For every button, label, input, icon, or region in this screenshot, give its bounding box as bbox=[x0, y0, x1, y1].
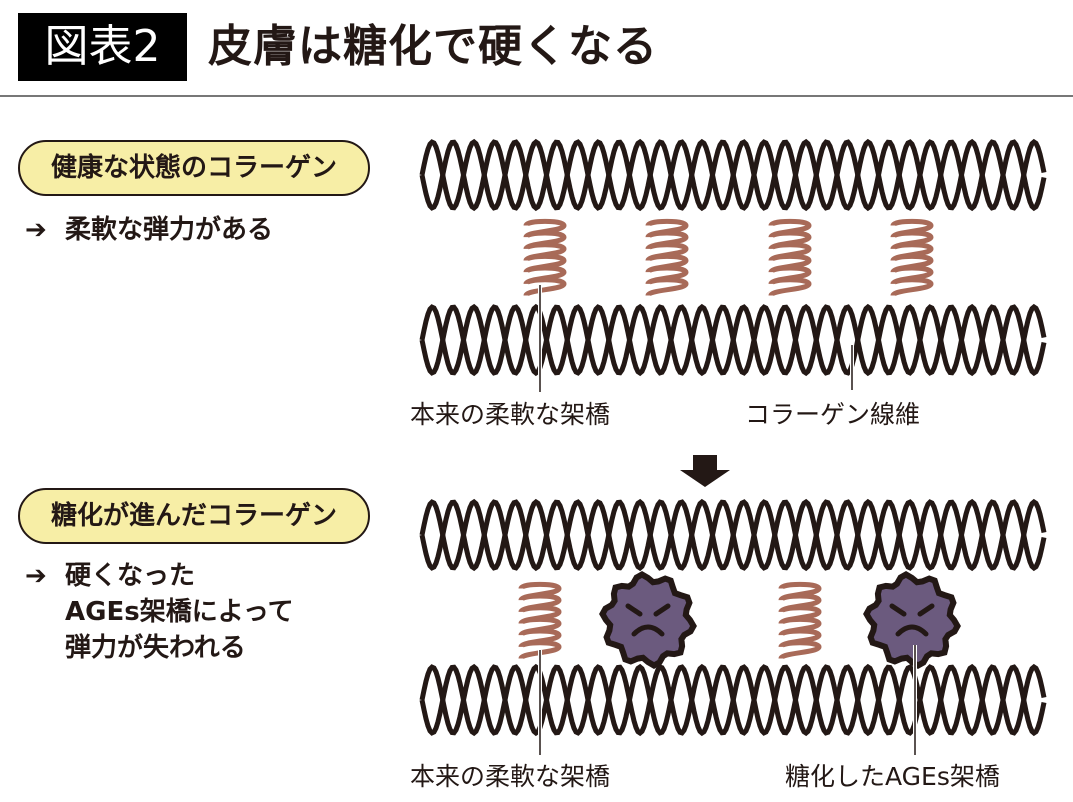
flexible-crosslink-spring bbox=[768, 218, 812, 298]
label-ages-crosslink: 糖化したAGEs架橋 bbox=[785, 762, 1000, 791]
flexible-crosslink-spring bbox=[523, 218, 567, 298]
page-title: 皮膚は糖化で硬くなる bbox=[208, 21, 658, 72]
desc-line: 弾力が失われる bbox=[65, 633, 246, 663]
desc-line: 硬くなった bbox=[65, 561, 196, 591]
flexible-crosslink-spring bbox=[518, 581, 562, 661]
healthy-collagen-pill: 健康な状態のコラーゲン bbox=[18, 140, 370, 196]
label-collagen-fiber: コラーゲン線維 bbox=[745, 400, 921, 429]
desc-line: AGEs架橋によって bbox=[65, 597, 294, 627]
collagen-fiber-strand bbox=[419, 138, 1047, 212]
healthy-description: ➔ 柔軟な弾力がある bbox=[25, 212, 273, 248]
healthy-desc-text: 柔軟な弾力がある bbox=[65, 215, 274, 245]
collagen-fiber-strand bbox=[419, 498, 1047, 572]
collagen-fiber-strand bbox=[419, 663, 1047, 737]
ages-crosslink-icon bbox=[863, 571, 961, 669]
label-flexible-crosslink-2: 本来の柔軟な架橋 bbox=[410, 762, 611, 791]
angry-face-icon bbox=[625, 603, 671, 637]
angry-face-icon bbox=[889, 603, 935, 637]
collagen-fiber-strand bbox=[419, 303, 1047, 377]
figure-number-badge: 図表2 bbox=[18, 13, 187, 81]
flexible-crosslink-spring bbox=[778, 581, 822, 661]
ages-crosslink-icon bbox=[599, 571, 697, 669]
arrow-right-icon: ➔ bbox=[25, 561, 47, 591]
flexible-crosslink-spring bbox=[645, 218, 689, 298]
glycated-desc-text: 硬くなった AGEs架橋によって弾力が失われる bbox=[65, 558, 294, 666]
label-flexible-crosslink: 本来の柔軟な架橋 bbox=[410, 400, 611, 429]
glycated-collagen-pill: 糖化が進んだコラーゲン bbox=[18, 488, 370, 544]
arrow-down-icon bbox=[680, 455, 730, 487]
flexible-crosslink-spring bbox=[890, 218, 934, 298]
divider bbox=[0, 95, 1073, 97]
arrow-right-icon: ➔ bbox=[25, 215, 47, 245]
glycated-description: ➔ 硬くなった AGEs架橋によって弾力が失われる bbox=[25, 558, 294, 666]
